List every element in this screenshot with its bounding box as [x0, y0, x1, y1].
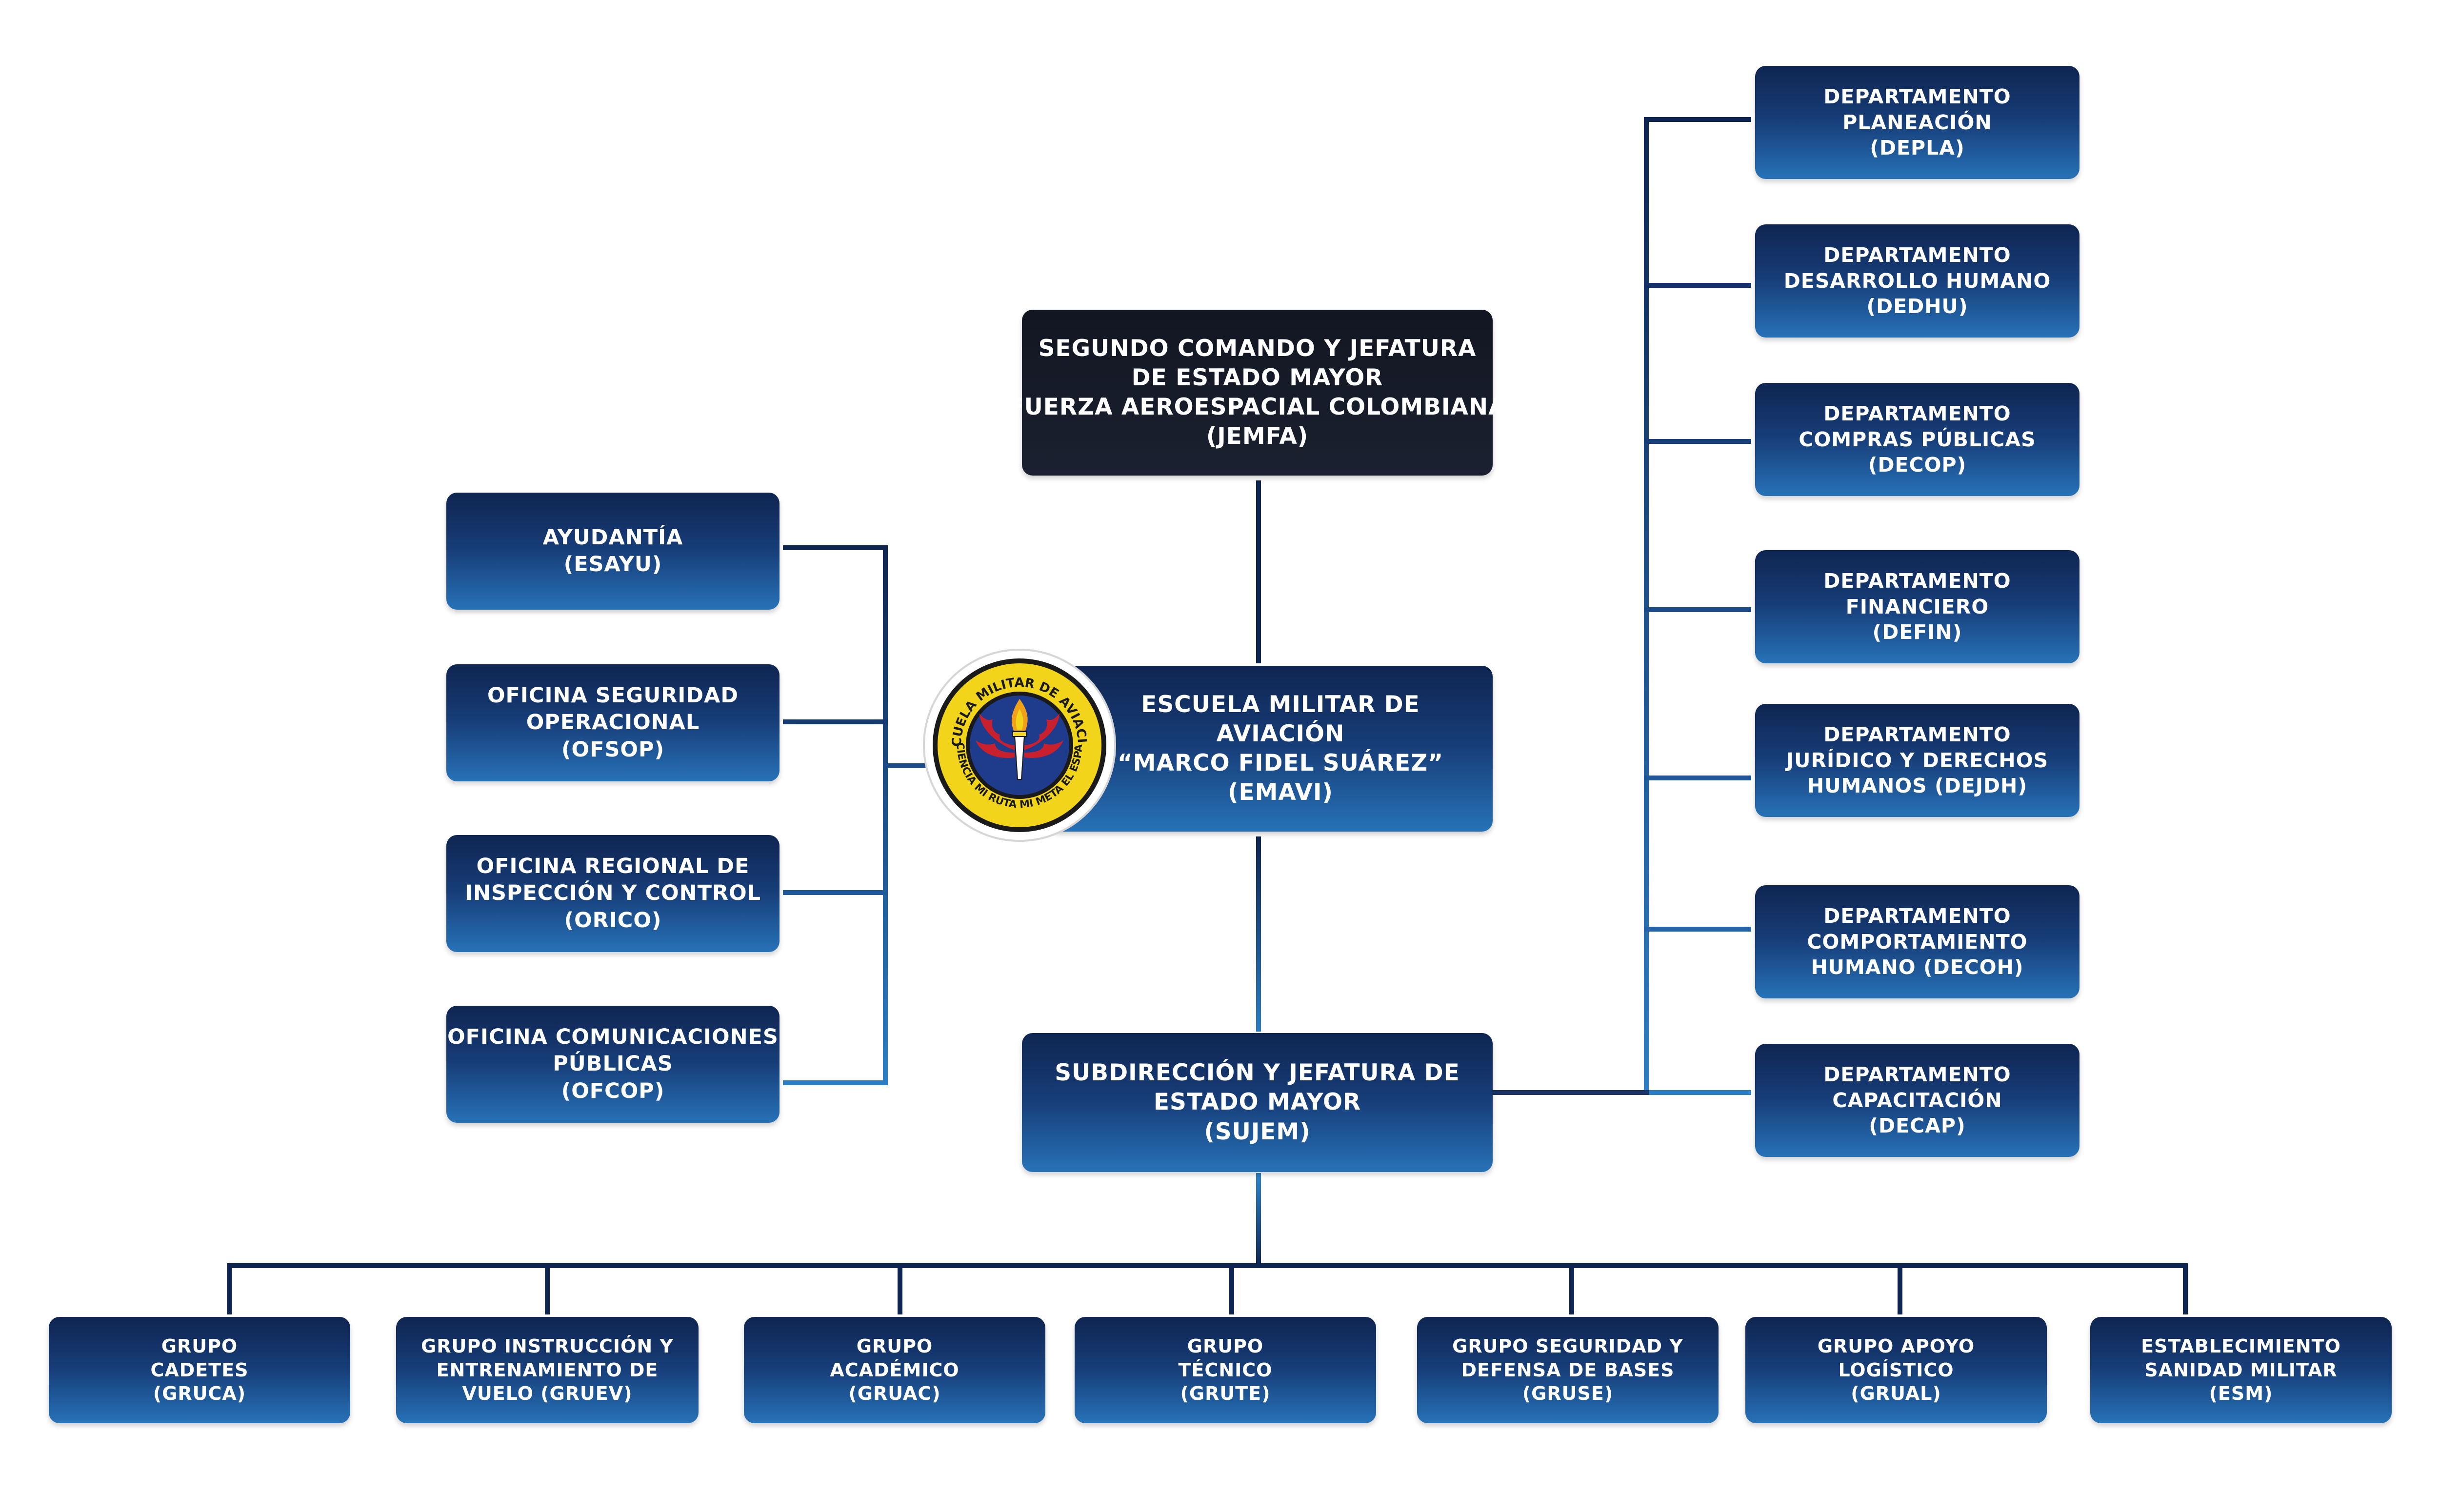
jemfa-line: (JEMFA) [1206, 423, 1309, 450]
dedhu-box: DEPARTAMENTO DESARROLLO HUMANO (DEDHU) [1755, 224, 2079, 338]
grute-line: (GRUTE) [1180, 1383, 1271, 1405]
gruac-line: ACADÉMICO [830, 1359, 960, 1381]
gruca-line: CADETES [150, 1359, 249, 1381]
esayu-line: (ESAYU) [563, 552, 662, 577]
gruse-line: GRUPO SEGURIDAD Y [1452, 1335, 1683, 1357]
ofsop-box: OFICINA SEGURIDAD OPERACIONAL (OFSOP) [446, 664, 780, 781]
esm-box: ESTABLECIMIENTO SANIDAD MILITAR (ESM) [2090, 1317, 2392, 1423]
ofcop-line: OFICINA COMUNICACIONES [447, 1025, 779, 1050]
ofsop-line: (OFSOP) [561, 737, 665, 762]
decap-line: (DECAP) [1869, 1114, 1966, 1138]
esm-line: ESTABLECIMIENTO [2141, 1335, 2341, 1357]
gruca-line: GRUPO [161, 1335, 238, 1357]
dejdh-box: DEPARTAMENTO JURÍDICO Y DERECHOS HUMANOS… [1755, 704, 2079, 817]
jemfa-box: SEGUNDO COMANDO Y JEFATURA DE ESTADO MAY… [1008, 310, 1506, 476]
sujem-line: SUBDIRECCIÓN Y JEFATURA DE [1055, 1059, 1460, 1087]
gruac-line: (GRUAC) [848, 1383, 941, 1405]
grute-line: GRUPO [1187, 1335, 1264, 1357]
dedhu-line: DEPARTAMENTO [1823, 243, 2011, 267]
torch-wings-icon [976, 699, 1063, 780]
grute-line: TÉCNICO [1178, 1359, 1273, 1381]
sujem-box: SUBDIRECCIÓN Y JEFATURA DE ESTADO MAYOR … [1022, 1033, 1493, 1172]
gruev-line: VUELO (GRUEV) [462, 1383, 633, 1405]
depla-line: DEPARTAMENTO [1823, 85, 2011, 109]
orico-box: OFICINA REGIONAL DE INSPECCIÓN Y CONTROL… [446, 835, 780, 952]
esayu-box: AYUDANTÍA (ESAYU) [446, 493, 780, 610]
ofsop-line: OPERACIONAL [526, 710, 700, 735]
decoh-line: HUMANO (DECOH) [1811, 955, 2024, 979]
gruev-line: GRUPO INSTRUCCIÓN Y [421, 1335, 674, 1357]
dejdh-line: DEPARTAMENTO [1823, 723, 2011, 747]
dedhu-line: (DEDHU) [1866, 295, 1968, 318]
jemfa-line: FUERZA AEROESPACIAL COLOMBIANA [1008, 394, 1507, 420]
decop-line: COMPRAS PÚBLICAS [1799, 427, 2036, 451]
emavi-emblem: ESCUELA MILITAR DE AVIACIÓN LA CIENCIA M… [922, 648, 1116, 842]
dejdh-line: JURÍDICO Y DERECHOS [1786, 748, 2049, 772]
gruac-box: GRUPO ACADÉMICO (GRUAC) [744, 1317, 1045, 1423]
esm-line: SANIDAD MILITAR [2144, 1359, 2338, 1381]
grual-line: GRUPO APOYO [1817, 1335, 1975, 1357]
decoh-box: DEPARTAMENTO COMPORTAMIENTO HUMANO (DECO… [1755, 885, 2079, 998]
esm-line: (ESM) [2209, 1383, 2273, 1405]
emavi-line: “MARCO FIDEL SUÁREZ” [1117, 750, 1444, 776]
decoh-line: DEPARTAMENTO [1823, 904, 2011, 928]
jemfa-line: DE ESTADO MAYOR [1131, 364, 1383, 391]
ofcop-line: PÚBLICAS [553, 1052, 673, 1076]
grual-line: LOGÍSTICO [1838, 1359, 1954, 1381]
emavi-line: ESCUELA MILITAR DE [1141, 691, 1420, 718]
orico-line: (ORICO) [564, 908, 662, 933]
grual-line: (GRUAL) [1851, 1383, 1941, 1405]
sujem-line: ESTADO MAYOR [1153, 1089, 1361, 1116]
defin-line: FINANCIERO [1845, 595, 1989, 618]
ofsop-line: OFICINA SEGURIDAD [487, 683, 739, 708]
decap-box: DEPARTAMENTO CAPACITACIÓN (DECAP) [1755, 1044, 2079, 1157]
gruca-box: GRUPO CADETES (GRUCA) [49, 1317, 350, 1423]
depla-box: DEPARTAMENTO PLANEACIÓN (DEPLA) [1755, 66, 2079, 179]
grute-box: GRUPO TÉCNICO (GRUTE) [1075, 1317, 1376, 1423]
depla-line: (DEPLA) [1870, 136, 1965, 160]
sujem-line: (SUJEM) [1204, 1118, 1311, 1145]
decop-line: DEPARTAMENTO [1823, 402, 2011, 426]
defin-box: DEPARTAMENTO FINANCIERO (DEFIN) [1755, 550, 2079, 663]
gruse-line: DEFENSA DE BASES [1461, 1359, 1675, 1381]
emavi-box: ESCUELA MILITAR DE AVIACIÓN “MARCO FIDEL… [1049, 666, 1493, 832]
jemfa-line: SEGUNDO COMANDO Y JEFATURA [1038, 335, 1477, 362]
ofcop-line: (OFCOP) [561, 1078, 665, 1103]
gruev-line: ENTRENAMIENTO DE [436, 1359, 659, 1381]
gruca-line: (GRUCA) [153, 1383, 246, 1405]
orico-line: OFICINA REGIONAL DE [476, 854, 750, 879]
depla-line: PLANEACIÓN [1842, 110, 1992, 134]
decoh-line: COMPORTAMIENTO [1807, 930, 2028, 954]
dejdh-line: HUMANOS (DEJDH) [1807, 774, 2028, 798]
gruac-line: GRUPO [856, 1335, 933, 1357]
decop-line: (DECOP) [1868, 453, 1967, 477]
orico-line: INSPECCIÓN Y CONTROL [464, 881, 761, 906]
gruev-box: GRUPO INSTRUCCIÓN Y ENTRENAMIENTO DE VUE… [396, 1317, 699, 1423]
decap-line: CAPACITACIÓN [1832, 1088, 2002, 1112]
dedhu-line: DESARROLLO HUMANO [1783, 269, 2051, 293]
decop-box: DEPARTAMENTO COMPRAS PÚBLICAS (DECOP) [1755, 383, 2079, 496]
defin-line: (DEFIN) [1872, 620, 1962, 644]
esayu-line: AYUDANTÍA [542, 525, 683, 550]
defin-line: DEPARTAMENTO [1823, 569, 2011, 593]
emavi-line: AVIACIÓN [1216, 720, 1345, 747]
ofcop-box: OFICINA COMUNICACIONES PÚBLICAS (OFCOP) [446, 1006, 780, 1123]
grual-box: GRUPO APOYO LOGÍSTICO (GRUAL) [1745, 1317, 2047, 1423]
decap-line: DEPARTAMENTO [1823, 1063, 2011, 1087]
gruse-box: GRUPO SEGURIDAD Y DEFENSA DE BASES (GRUS… [1417, 1317, 1719, 1423]
emavi-line: (EMAVI) [1228, 779, 1333, 806]
gruse-line: (GRUSE) [1522, 1383, 1614, 1405]
